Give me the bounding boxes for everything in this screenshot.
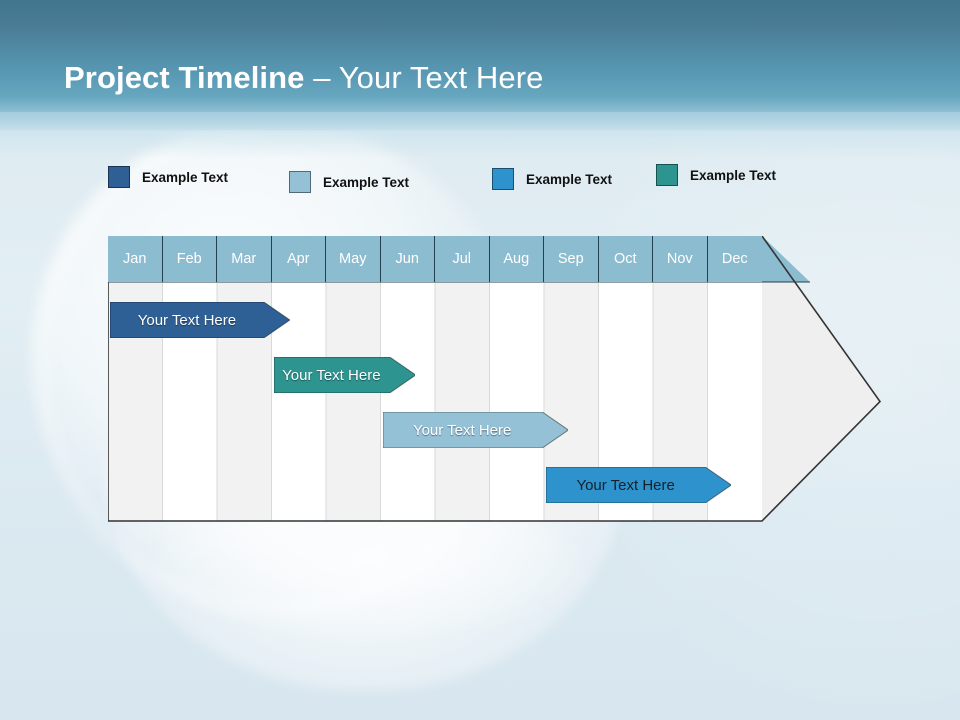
page-title-light: Your Text Here [338, 60, 544, 95]
month-header-mar[interactable]: Mar [217, 236, 272, 282]
legend-swatch [656, 164, 678, 186]
legend-item: Example Text [492, 168, 612, 190]
month-column-may [326, 282, 381, 521]
legend-item: Example Text [289, 171, 409, 193]
timeline-arrow-head [762, 236, 880, 521]
month-header-jun[interactable]: Jun [380, 236, 435, 282]
legend-swatch [108, 166, 130, 188]
page-title: Project Timeline – Your Text Here [64, 60, 543, 96]
month-header-jul[interactable]: Jul [435, 236, 490, 282]
month-header-apr[interactable]: Apr [271, 236, 326, 282]
legend-label: Example Text [142, 169, 229, 185]
task-bar[interactable]: Your Text Here [382, 412, 568, 448]
title-banner-fade [0, 112, 960, 158]
task-bar[interactable]: Your Text Here [273, 357, 416, 393]
month-header-sep[interactable]: Sep [544, 236, 599, 282]
background-sphere-shadow [150, 500, 590, 640]
task-bar-shape [273, 357, 416, 393]
month-header-dec[interactable]: Dec [707, 236, 762, 282]
task-bar-chevron [546, 467, 732, 503]
legend-item: Example Text [108, 166, 228, 188]
month-header-feb[interactable]: Feb [162, 236, 217, 282]
task-bar-chevron [382, 412, 568, 448]
month-header-aug[interactable]: Aug [489, 236, 544, 282]
legend-swatch [492, 168, 514, 190]
title-banner [0, 0, 960, 130]
month-header-jan[interactable]: Jan [108, 236, 163, 282]
month-header-may[interactable]: May [326, 236, 381, 282]
task-bar-shape [546, 467, 732, 503]
legend-label: Example Text [690, 167, 777, 183]
month-header-arrow-wedge [762, 236, 810, 282]
page-title-bold: Project Timeline [64, 60, 305, 95]
legend: Example Text Example Text Example Text Exam… [108, 162, 828, 196]
legend-item: Example Text [656, 164, 776, 186]
task-bar-chevron [110, 302, 290, 338]
task-bar-shape [382, 412, 568, 448]
month-column-jul [435, 282, 490, 521]
task-bar[interactable]: Your Text Here [110, 302, 290, 338]
legend-swatch [289, 171, 311, 193]
page-title-separator: – [304, 60, 339, 95]
legend-label: Example Text [526, 171, 613, 187]
month-header-nov[interactable]: Nov [653, 236, 708, 282]
month-column-aug [489, 282, 544, 521]
timeline-outline [108, 236, 882, 522]
month-header-oct[interactable]: Oct [598, 236, 653, 282]
task-bar-chevron [273, 357, 416, 393]
legend-label: Example Text [323, 174, 410, 190]
month-column-jun [380, 282, 435, 521]
task-bar-shape [110, 302, 290, 338]
task-bar[interactable]: Your Text Here [546, 467, 732, 503]
